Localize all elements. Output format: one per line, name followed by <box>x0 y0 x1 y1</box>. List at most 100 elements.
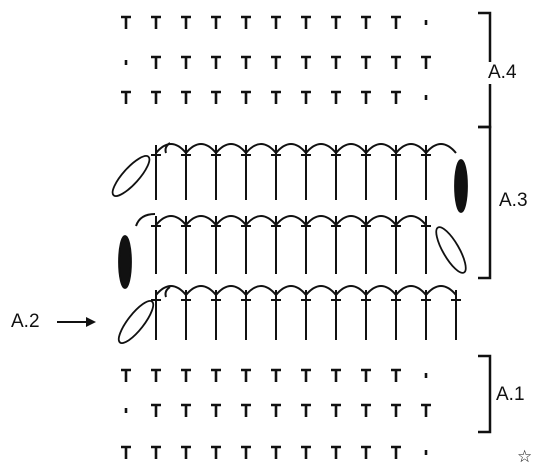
single-crochet-symbol <box>121 445 131 459</box>
double-crochet-symbol <box>421 290 431 340</box>
single-crochet-symbol <box>241 90 251 104</box>
chain-arc-symbol <box>185 285 217 296</box>
chain-arc-symbol <box>155 143 187 154</box>
chain-arc-symbol <box>275 143 307 154</box>
single-crochet-symbol <box>301 90 311 104</box>
chain-arc-symbol <box>215 215 247 226</box>
chain-arc-symbol <box>395 215 427 226</box>
single-crochet-symbol <box>391 15 401 29</box>
bracket-a3 <box>478 125 492 280</box>
single-crochet-symbol <box>391 403 401 417</box>
single-crochet-symbol <box>331 445 341 459</box>
double-crochet-symbol <box>241 145 251 200</box>
single-crochet-symbol <box>181 15 191 29</box>
double-crochet-symbol <box>301 216 311 274</box>
single-crochet-symbol <box>301 15 311 29</box>
double-crochet-symbol <box>211 216 221 274</box>
single-crochet-symbol <box>241 15 251 29</box>
double-crochet-symbol <box>151 216 161 274</box>
chain-arc-symbol <box>215 143 247 154</box>
single-crochet-symbol <box>331 403 341 417</box>
single-crochet-symbol <box>331 90 341 104</box>
single-crochet-symbol <box>151 90 161 104</box>
chain-arc-symbol <box>305 285 337 296</box>
single-crochet-symbol <box>211 15 221 29</box>
double-crochet-symbol <box>361 216 371 274</box>
double-crochet-symbol <box>331 145 341 200</box>
double-crochet-symbol <box>421 145 431 200</box>
chain-arc-symbol <box>155 285 187 296</box>
chain-arc-symbol <box>245 285 277 296</box>
single-crochet-symbol <box>211 90 221 104</box>
single-crochet-symbol <box>151 55 161 69</box>
right-arrow-icon <box>57 317 96 327</box>
open-oval-symbol <box>111 155 151 197</box>
double-crochet-symbol <box>211 145 221 200</box>
double-crochet-symbol <box>361 290 371 340</box>
single-crochet-symbol <box>391 55 401 69</box>
chain-arc-symbol <box>245 215 277 226</box>
double-crochet-symbol <box>331 290 341 340</box>
single-crochet-symbol <box>271 55 281 69</box>
chain-arc-symbol <box>185 215 217 226</box>
double-crochet-symbol <box>241 290 251 340</box>
double-crochet-symbol <box>151 290 161 340</box>
single-crochet-symbol <box>421 55 431 69</box>
single-crochet-symbol <box>271 15 281 29</box>
double-crochet-symbol <box>391 290 401 340</box>
single-crochet-symbol <box>271 90 281 104</box>
chain-arc-symbol <box>395 285 427 296</box>
double-crochet-symbol <box>271 145 281 200</box>
single-crochet-symbol <box>361 90 371 104</box>
chain-arc-symbol <box>164 286 171 298</box>
chain-arc-symbol <box>365 143 397 154</box>
single-crochet-symbol <box>241 368 251 382</box>
chain-arc-symbol <box>335 143 367 154</box>
chain-arc-symbol <box>185 143 217 154</box>
single-crochet-symbol <box>301 368 311 382</box>
single-crochet-symbol <box>151 403 161 417</box>
open-oval-symbol <box>435 226 467 274</box>
double-crochet-symbol <box>181 145 191 200</box>
single-crochet-symbol <box>391 368 401 382</box>
single-crochet-symbol <box>271 445 281 459</box>
single-crochet-symbol <box>211 55 221 69</box>
single-crochet-symbol <box>391 445 401 459</box>
single-crochet-symbol <box>151 445 161 459</box>
bracket-a1 <box>478 354 492 434</box>
double-crochet-symbol <box>391 145 401 200</box>
start-star-icon: ☆ <box>517 447 533 466</box>
double-crochet-symbol <box>211 290 221 340</box>
label-a4: A.4 <box>486 62 519 84</box>
single-crochet-symbol <box>181 55 191 69</box>
chain-arc-symbol <box>164 142 171 154</box>
single-crochet-symbol <box>211 368 221 382</box>
single-crochet-symbol <box>361 15 371 29</box>
chain-arc-symbol <box>305 143 337 154</box>
single-crochet-symbol <box>211 445 221 459</box>
chain-arc-symbol <box>155 215 187 226</box>
double-crochet-symbol <box>271 290 281 340</box>
single-crochet-symbol <box>301 55 311 69</box>
single-crochet-symbol <box>181 445 191 459</box>
double-crochet-symbol <box>451 290 461 340</box>
chain-arc-symbol <box>425 143 457 154</box>
label-a1: A.1 <box>494 384 527 406</box>
single-crochet-symbol <box>241 403 251 417</box>
chain-arc-symbol <box>365 285 397 296</box>
double-crochet-symbol <box>331 216 341 274</box>
filled-oval-symbol <box>454 159 468 213</box>
double-crochet-symbol <box>241 216 251 274</box>
single-crochet-symbol <box>361 445 371 459</box>
single-crochet-symbol <box>301 403 311 417</box>
single-crochet-symbol <box>211 403 221 417</box>
single-crochet-symbol <box>241 445 251 459</box>
label-a2: A.2 <box>11 311 40 332</box>
single-crochet-symbol <box>121 368 131 382</box>
open-oval-symbol <box>117 300 155 344</box>
single-crochet-symbol <box>331 15 341 29</box>
double-crochet-symbol <box>181 216 191 274</box>
single-crochet-symbol <box>181 403 191 417</box>
single-crochet-symbol <box>331 368 341 382</box>
